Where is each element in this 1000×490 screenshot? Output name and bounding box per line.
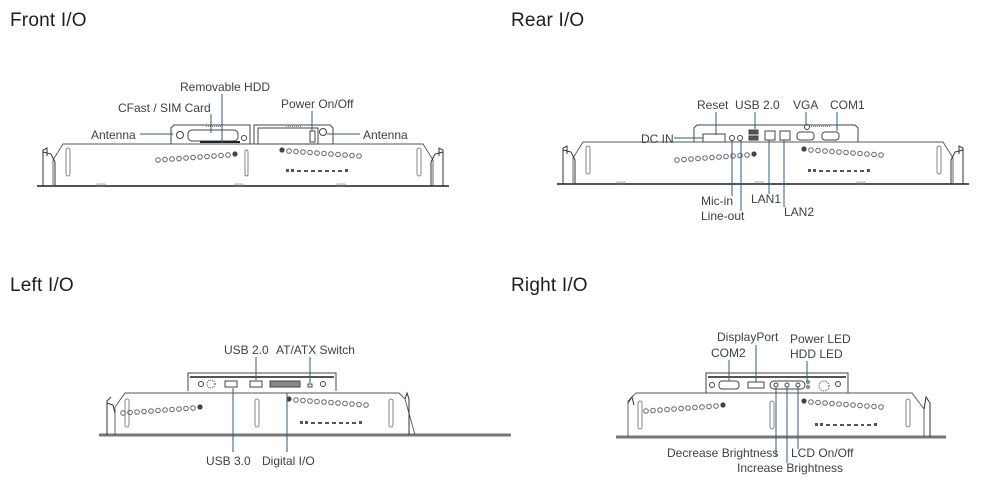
label-usb30: USB 3.0 [206, 454, 251, 468]
vga-port [796, 131, 815, 141]
digital-io-connector [269, 380, 301, 388]
usb30-port [224, 380, 238, 388]
right-io-module [705, 372, 849, 393]
hdd-led [806, 385, 810, 389]
label-at-atx-switch: AT/ATX Switch [276, 343, 355, 357]
label-decrease-brightness: Decrease Brightness [667, 446, 779, 460]
label-lcd-onoff: LCD On/Off [791, 446, 854, 460]
label-hdd-led: HDD LED [790, 347, 843, 361]
label-com1: COM1 [830, 98, 865, 112]
right-leader-lines [728, 345, 808, 463]
rear-chassis [556, 141, 970, 185]
dc-in-connector [702, 133, 726, 143]
rear-io-module [693, 124, 859, 143]
rear-leader-lines [674, 112, 838, 211]
left-leader-lines [232, 357, 311, 452]
label-lan2: LAN2 [784, 205, 815, 219]
at-atx-switch [307, 383, 313, 388]
label-power-onoff: Power On/Off [281, 97, 354, 111]
front-chassis [36, 143, 450, 187]
label-vga: VGA [793, 98, 819, 112]
label-power-led: Power LED [790, 332, 851, 346]
lan2-port [779, 130, 791, 141]
displayport-port [747, 381, 765, 389]
left-io-title: Left I/O [10, 275, 74, 296]
front-leader-lines [140, 94, 360, 143]
usb20-port-left [249, 380, 263, 388]
label-com2: COM2 [711, 346, 746, 360]
label-usb20-rear: USB 2.0 [735, 98, 780, 112]
com1-port [821, 131, 840, 141]
left-chassis [99, 391, 511, 437]
label-line-out: Line-out [701, 209, 745, 223]
label-digital-io: Digital I/O [262, 454, 315, 468]
label-antenna-left: Antenna [91, 128, 136, 142]
front-io-title: Front I/O [10, 10, 87, 31]
label-lan1: LAN1 [751, 192, 782, 206]
label-displayport: DisplayPort [717, 330, 779, 344]
right-io-title: Right I/O [511, 275, 588, 296]
left-io-module [187, 372, 337, 391]
power-led [806, 380, 810, 384]
label-cfast-sim: CFast / SIM Card [118, 101, 211, 115]
right-chassis [616, 392, 946, 439]
rear-io-title: Rear I/O [511, 10, 585, 31]
com2-port [718, 380, 740, 390]
power-button [309, 130, 316, 143]
label-antenna-right: Antenna [363, 128, 408, 142]
label-reset: Reset [697, 98, 729, 112]
label-mic-in: Mic-in [701, 194, 733, 208]
label-usb20-left: USB 2.0 [224, 343, 269, 357]
label-increase-brightness: Increase Brightness [737, 461, 844, 475]
front-io-module [170, 124, 334, 145]
lan1-port [764, 130, 776, 141]
label-removable-hdd: Removable HDD [180, 80, 271, 94]
